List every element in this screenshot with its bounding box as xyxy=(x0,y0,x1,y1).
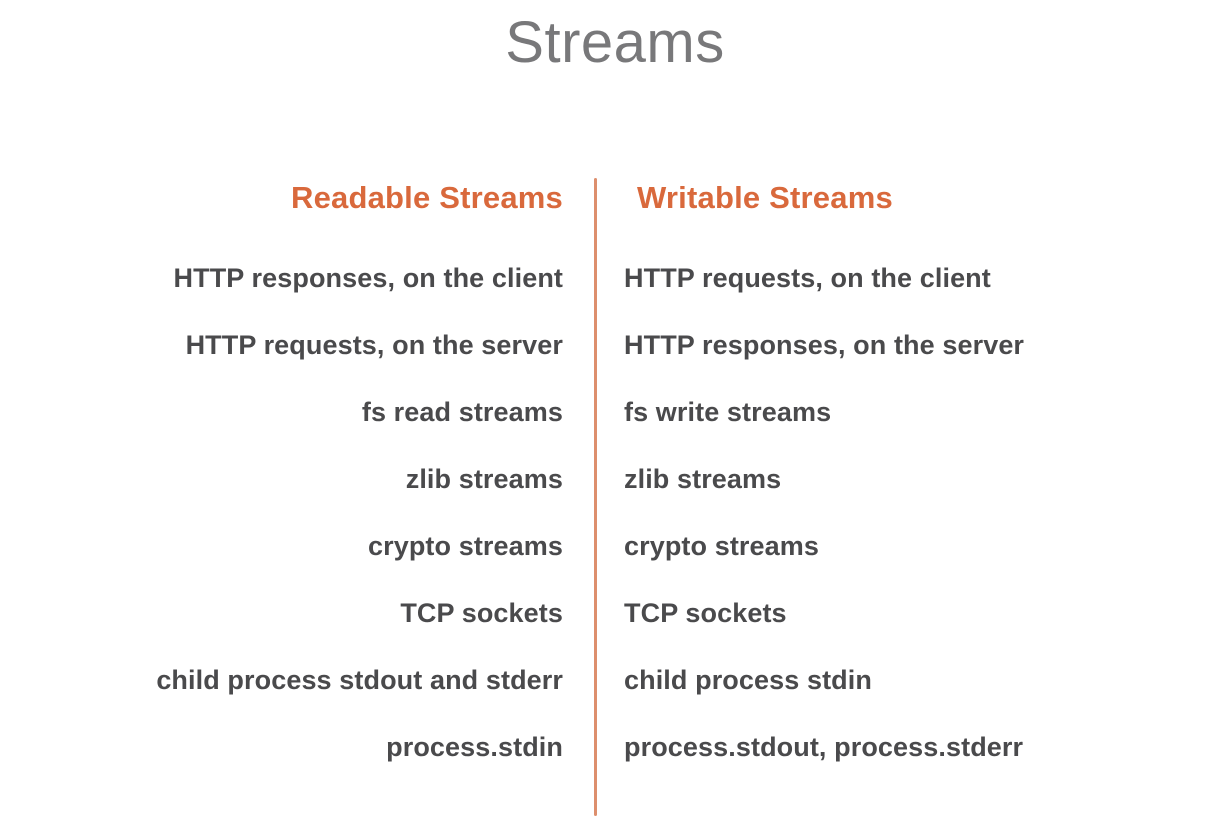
list-item: HTTP responses, on the server xyxy=(624,330,1025,360)
list-item: child process stdin xyxy=(624,665,872,695)
readable-streams-column: Readable Streams HTTP responses, on the … xyxy=(0,178,563,794)
list-item: fs write streams xyxy=(624,397,832,427)
list-item: HTTP responses, on the client xyxy=(173,263,563,293)
list-item: process.stdin xyxy=(386,732,563,762)
list-item: process.stdout, process.stderr xyxy=(624,732,1024,762)
list-item: TCP sockets xyxy=(400,598,563,628)
comparison-table: Readable Streams HTTP responses, on the … xyxy=(0,178,1230,818)
list-item: TCP sockets xyxy=(624,598,787,628)
list-item: zlib streams xyxy=(624,464,782,494)
list-item: crypto streams xyxy=(624,531,819,561)
list-item: HTTP requests, on the client xyxy=(624,263,991,293)
list-item: zlib streams xyxy=(405,464,563,494)
list-item: child process stdout and stderr xyxy=(156,665,563,695)
readable-streams-list: HTTP responses, on the client HTTP reque… xyxy=(0,258,563,794)
list-item: crypto streams xyxy=(368,531,563,561)
readable-streams-header: Readable Streams xyxy=(291,180,563,215)
column-divider xyxy=(594,178,597,816)
list-item: fs read streams xyxy=(361,397,563,427)
writable-streams-list: HTTP requests, on the client HTTP respon… xyxy=(624,258,1214,794)
page-title: Streams xyxy=(505,10,725,75)
list-item: HTTP requests, on the server xyxy=(185,330,563,360)
writable-streams-column: Writable Streams HTTP requests, on the c… xyxy=(624,178,1214,794)
writable-streams-header: Writable Streams xyxy=(637,180,893,215)
